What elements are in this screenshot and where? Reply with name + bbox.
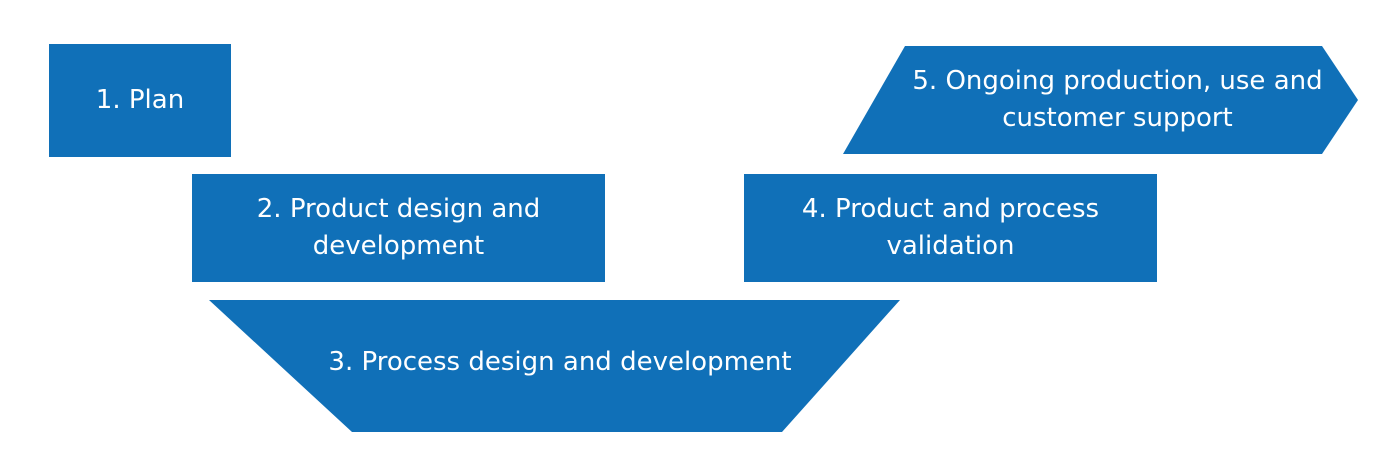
stage-3-process-design-trapezoid (209, 300, 900, 432)
stage-4-validation-box (744, 174, 1157, 282)
stage-2-product-design-box (192, 174, 605, 282)
stage-3-label: 3. Process design and development (328, 346, 792, 377)
stage-1-plan-box (49, 44, 231, 157)
stage-2-label: 2. Product design and development (256, 194, 541, 261)
stage-5-production-arrow (843, 46, 1358, 154)
stage-4-label: 4. Product and process validation (801, 194, 1100, 261)
stage-1-label: 1. Plan (95, 85, 185, 115)
stage-5-label: 5. Ongoing production, use and customer … (912, 66, 1323, 133)
